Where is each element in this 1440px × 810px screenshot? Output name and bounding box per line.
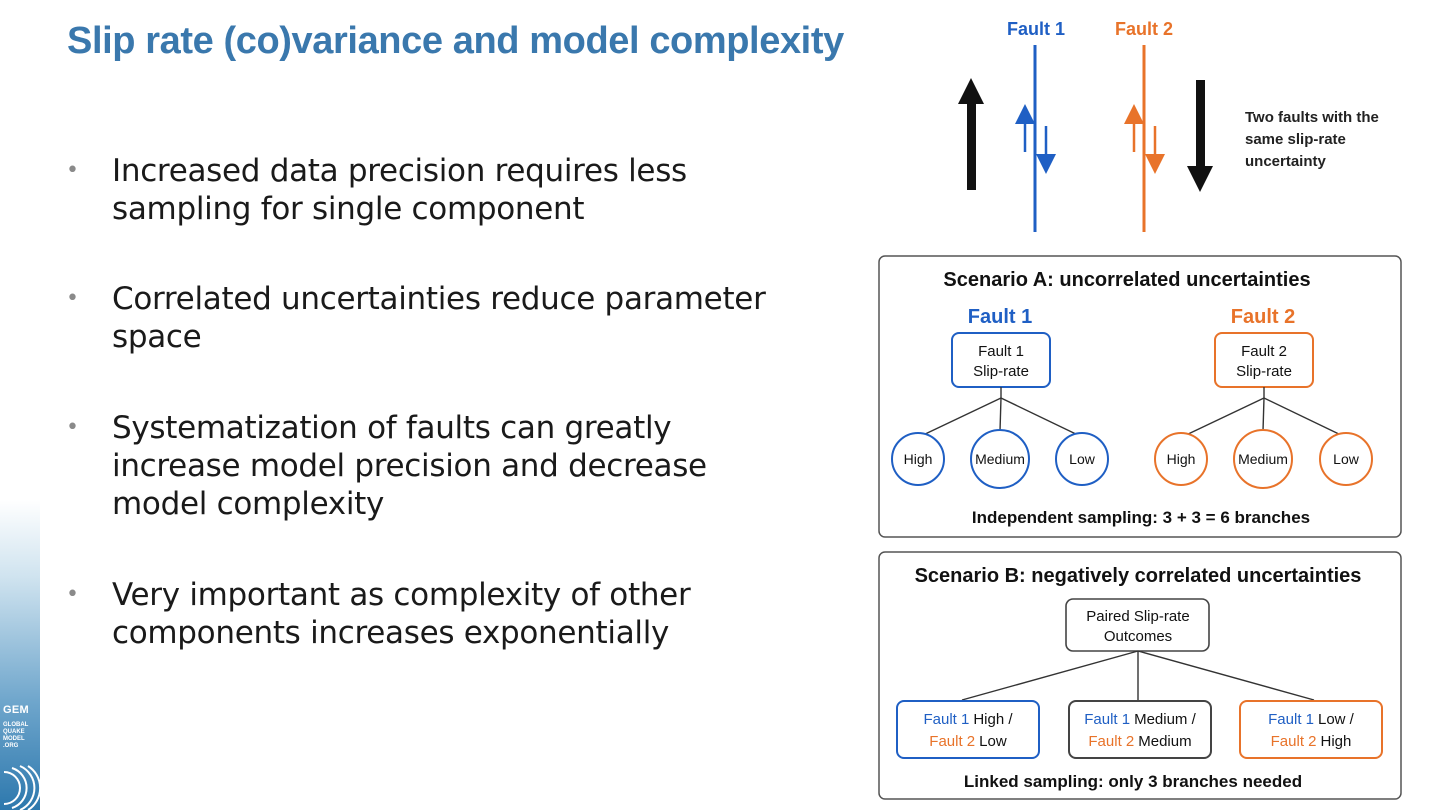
scenario-a-fault2-medium-label: Medium: [1238, 451, 1288, 467]
large-down-arrow-icon: [1187, 80, 1213, 192]
scenario-a-fault1-low-label: Low: [1069, 451, 1096, 467]
logo-line-org: .ORG: [3, 743, 19, 749]
gem-logo: GEM GLOBAL QUAKE MODEL .ORG: [3, 705, 39, 750]
bullet-text: Systematization of faults can greatly in…: [112, 410, 707, 522]
logo-gem-text: GEM: [3, 704, 29, 716]
scenario-a-fault2-medium-node: [1233, 429, 1293, 489]
top-fault2-label: Fault 2: [1115, 19, 1173, 39]
scenario-a-fault1-label: Fault 1: [968, 306, 1032, 328]
fault-diagram: Fault 1 Fault 2 Two faults with the same…: [878, 19, 1402, 800]
scenario-a-fault1-node-line2: Slip-rate: [973, 363, 1029, 380]
logo-line-quake: QUAKE: [3, 729, 25, 735]
branch-3-fault2: Fault 2: [1271, 733, 1317, 750]
branch-2-fault1: Fault 1: [1084, 711, 1130, 728]
scenario-b-connectors: [961, 650, 1315, 701]
scenario-b-branch-2: [1068, 700, 1212, 759]
scenario-a-fault2-node-line2: Slip-rate: [1236, 363, 1292, 380]
branch-1-fault1: Fault 1: [923, 711, 969, 728]
scenario-b-root-line2: Outcomes: [1104, 628, 1172, 645]
branch-2-v2: Medium: [1138, 733, 1191, 750]
bullet-text: Correlated uncertainties reduce paramete…: [112, 281, 766, 355]
scenario-a-fault2-high-node: [1154, 432, 1208, 486]
note-line-3: uncertainty: [1245, 153, 1327, 170]
scenario-a-fault2-low-node: [1319, 432, 1373, 486]
branch-1-v1: High /: [973, 711, 1013, 728]
scenario-b-footer: Linked sampling: only 3 branches needed: [964, 772, 1302, 791]
scenario-a-footer: Independent sampling: 3 + 3 = 6 branches: [972, 508, 1310, 527]
logo-line-model: MODEL: [3, 736, 25, 742]
scenario-a-fault2-label: Fault 2: [1231, 306, 1295, 328]
scenario-a-fault1-high-label: High: [904, 451, 933, 467]
bullet-list: • Increased data precision requires less…: [66, 152, 786, 652]
scenario-a-connectors: [920, 387, 1344, 437]
note-line-2: same slip-rate: [1245, 131, 1346, 148]
slide-title: Slip rate (co)variance and model complex…: [67, 20, 844, 62]
bullet-dot-icon: •: [66, 582, 79, 607]
scenario-a-fault2-node-line1: Fault 2: [1241, 343, 1287, 360]
branch-2-fault2: Fault 2: [1088, 733, 1134, 750]
bullet-text: Increased data precision requires less s…: [112, 153, 687, 227]
fault2-offset-arrows-icon: [1124, 104, 1165, 174]
scenario-a-fault2-low-label: Low: [1333, 451, 1360, 467]
bullet-dot-icon: •: [66, 158, 79, 183]
logo-waves-icon: [3, 765, 40, 810]
scenario-a-fault1-node-line1: Fault 1: [978, 343, 1024, 360]
scenario-a-fault1-low-node: [1055, 432, 1109, 486]
bullet-text: Very important as complexity of other co…: [112, 577, 691, 651]
bullet-item: • Very important as complexity of other …: [66, 576, 786, 652]
note-line-1: Two faults with the: [1245, 109, 1379, 126]
scenario-a-fault1-high-node: [891, 432, 945, 486]
fault1-offset-arrows-icon: [1015, 104, 1056, 174]
scenario-b-panel: [878, 551, 1402, 800]
bullet-dot-icon: •: [66, 286, 79, 311]
scenario-b-branch-1: [896, 700, 1040, 759]
scenario-b-root-line1: Paired Slip-rate: [1086, 608, 1189, 625]
bullet-item: • Increased data precision requires less…: [66, 152, 786, 228]
branch-1-fault2: Fault 2: [929, 733, 975, 750]
large-up-arrow-icon: [958, 78, 984, 190]
branch-3-v1: Low /: [1318, 711, 1355, 728]
logo-line-global: GLOBAL: [3, 722, 29, 728]
top-fault1-label: Fault 1: [1007, 19, 1065, 39]
branch-3-fault1: Fault 1: [1268, 711, 1314, 728]
bullet-item: • Correlated uncertainties reduce parame…: [66, 280, 786, 356]
scenario-a-fault1-medium-label: Medium: [975, 451, 1025, 467]
scenario-a-panel: [878, 255, 1402, 538]
sidebar-gradient: [0, 500, 40, 810]
bullet-dot-icon: •: [66, 415, 79, 440]
scenario-b-title: Scenario B: negatively correlated uncert…: [915, 565, 1362, 587]
branch-2-v1: Medium /: [1134, 711, 1197, 728]
scenario-a-fault2-high-label: High: [1167, 451, 1196, 467]
branch-3-v2: High: [1321, 733, 1352, 750]
scenario-a-fault1-medium-node: [970, 429, 1030, 489]
scenario-a-title: Scenario A: uncorrelated uncertainties: [943, 269, 1310, 291]
branch-1-v2: Low: [979, 733, 1007, 750]
bullet-item: • Systematization of faults can greatly …: [66, 409, 786, 523]
scenario-b-branch-3: [1239, 700, 1383, 759]
